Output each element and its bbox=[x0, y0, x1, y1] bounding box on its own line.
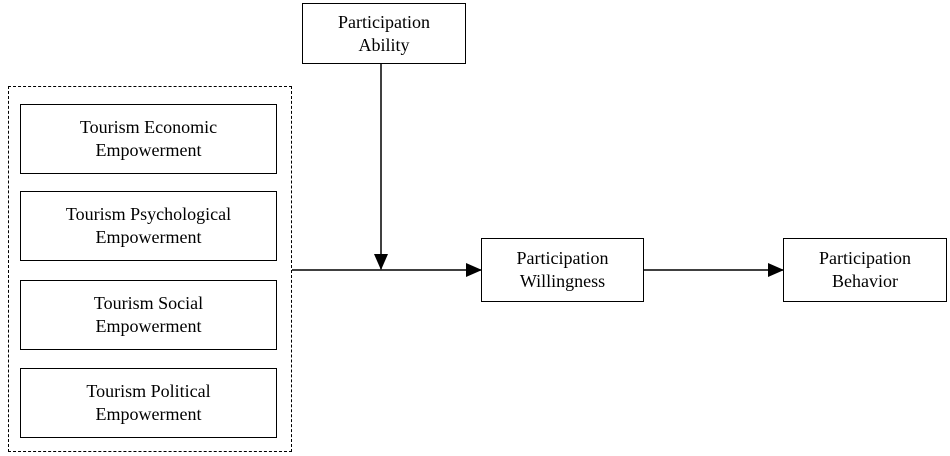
node-tourism-political-empowerment: Tourism Political Empowerment bbox=[20, 368, 277, 438]
node-participation-willingness: Participation Willingness bbox=[481, 238, 644, 302]
node-social-line2: Empowerment bbox=[95, 316, 202, 336]
node-participation-ability-line1: Participation bbox=[338, 11, 430, 32]
node-participation-ability-line2: Ability bbox=[358, 34, 410, 55]
node-participation-ability: Participation Ability bbox=[302, 3, 466, 64]
node-social-line1: Tourism Social bbox=[93, 293, 204, 313]
node-political-line2: Empowerment bbox=[95, 404, 202, 424]
node-willingness-line2: Willingness bbox=[519, 271, 606, 291]
empowerment-group bbox=[8, 86, 292, 452]
node-tourism-economic-empowerment: Tourism Economic Empowerment bbox=[20, 104, 277, 174]
node-tourism-social-empowerment: Tourism Social Empowerment bbox=[20, 280, 277, 350]
node-psychological-line2: Empowerment bbox=[95, 227, 202, 247]
node-behavior-line2: Behavior bbox=[832, 271, 898, 291]
node-economic-line2: Empowerment bbox=[95, 140, 202, 160]
node-participation-behavior: Participation Behavior bbox=[783, 238, 947, 302]
node-psychological-line1: Tourism Psychological bbox=[65, 204, 232, 224]
node-tourism-psychological-empowerment: Tourism Psychological Empowerment bbox=[20, 191, 277, 261]
node-behavior-line1: Participation bbox=[819, 248, 911, 268]
node-economic-line1: Tourism Economic bbox=[79, 117, 218, 137]
node-willingness-line1: Participation bbox=[516, 248, 609, 268]
node-political-line1: Tourism Political bbox=[86, 381, 211, 401]
